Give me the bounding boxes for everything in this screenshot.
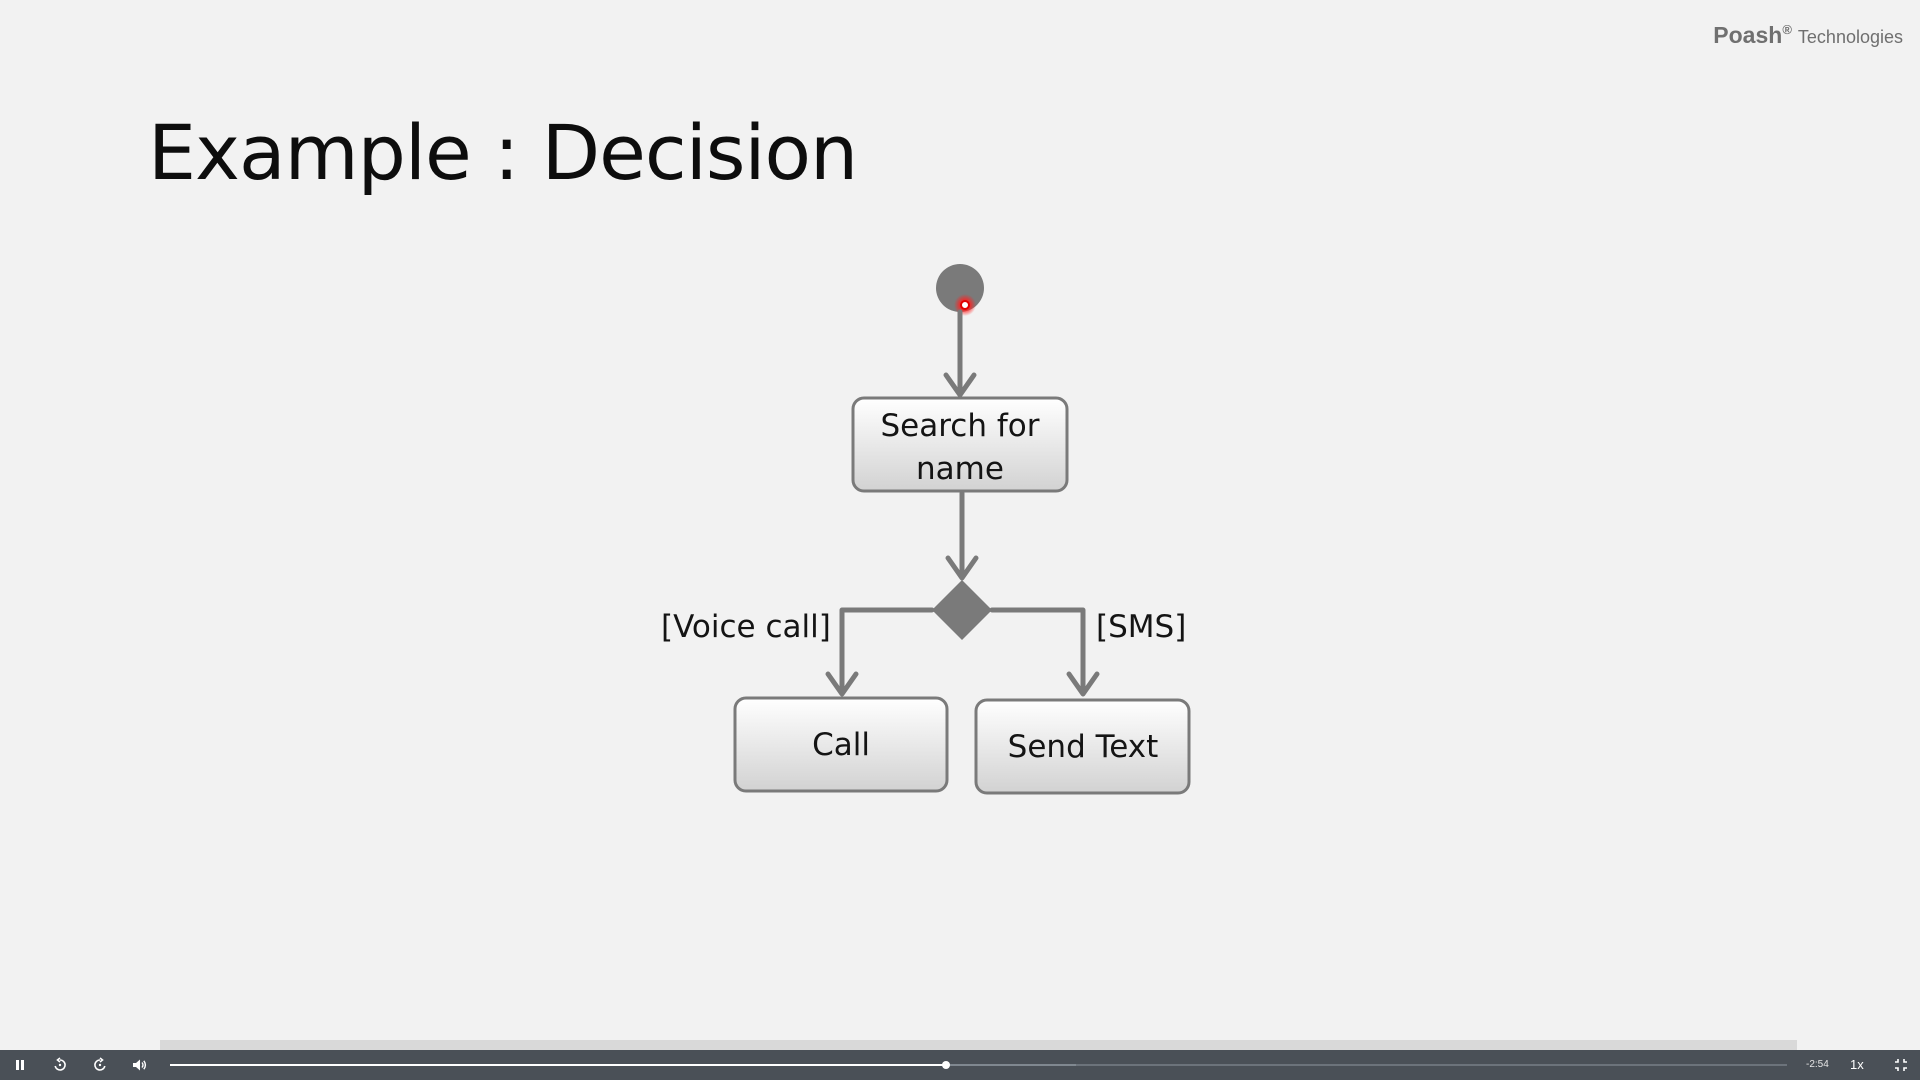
seek-preview-track[interactable]	[160, 1040, 1797, 1050]
playback-speed-button[interactable]: 1x	[1850, 1057, 1864, 1072]
volume-icon	[132, 1058, 148, 1072]
flow-arrow-start-to-search	[943, 309, 977, 398]
action-search-label-line2: name	[916, 451, 1004, 487]
action-search-label-line1: Search for	[881, 408, 1040, 444]
brand-subtitle: Technologies	[1797, 27, 1903, 47]
seek-bar-handle[interactable]	[942, 1061, 951, 1069]
time-remaining: -2:54	[1806, 1059, 1829, 1070]
pause-button[interactable]	[6, 1050, 34, 1080]
action-call-label: Call	[812, 727, 870, 763]
guard-voice-call: [Voice call]	[661, 609, 831, 645]
action-send-text-label: Send Text	[1008, 729, 1159, 765]
activity-diagram: Search for name [Voice call] [SMS] Call	[661, 264, 1191, 795]
brand-registered-mark: ®	[1782, 22, 1792, 37]
flow-arrow-decision-to-send-text	[989, 607, 1100, 697]
action-send-text: Send Text	[974, 698, 1191, 795]
decision-node	[932, 580, 992, 640]
rewind-icon	[52, 1057, 68, 1073]
forward-button[interactable]	[86, 1050, 114, 1080]
seek-bar-played	[170, 1064, 947, 1066]
fullscreen-exit-button[interactable]	[1888, 1050, 1914, 1080]
laser-pointer	[954, 294, 976, 316]
action-search-for-name: Search for name	[851, 396, 1069, 493]
fullscreen-exit-icon	[1894, 1058, 1908, 1072]
guard-sms: [SMS]	[1096, 609, 1186, 645]
flow-arrow-decision-to-call	[825, 607, 935, 697]
seek-bar[interactable]	[170, 1061, 1787, 1069]
slide-title: Example : Decision	[148, 108, 858, 197]
action-call: Call	[733, 696, 949, 793]
brand-logo: Poash® Technologies	[1713, 22, 1903, 49]
volume-button[interactable]	[126, 1050, 154, 1080]
player-control-bar: -2:54 1x	[0, 1050, 1920, 1080]
pause-icon	[14, 1059, 26, 1071]
brand-name: Poash	[1713, 22, 1783, 48]
forward-icon	[92, 1057, 108, 1073]
rewind-button[interactable]	[46, 1050, 74, 1080]
flow-arrow-search-to-decision	[945, 490, 979, 581]
